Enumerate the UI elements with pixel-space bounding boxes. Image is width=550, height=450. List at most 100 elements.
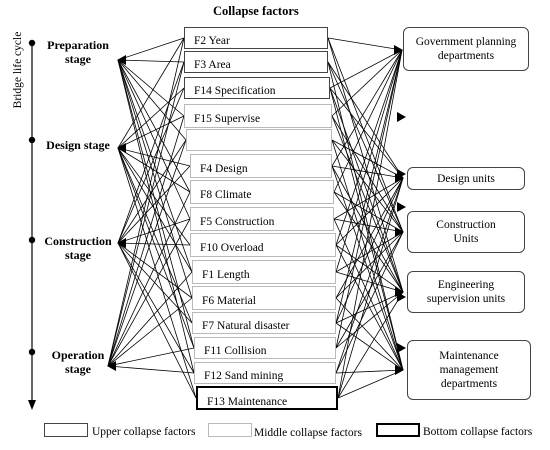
legend-upper-label: Upper collapse factors	[92, 426, 196, 438]
stage-label-line: Design stage	[46, 138, 110, 152]
stage-factor-link	[117, 165, 191, 244]
stage-factor-link	[107, 271, 193, 367]
department-label: Design units	[437, 172, 495, 186]
factor-department-link	[331, 165, 404, 179]
factor-box	[186, 129, 332, 151]
factor-department-link	[331, 165, 404, 293]
stage-label-line: Preparation	[47, 38, 109, 52]
stage-factor-link	[117, 61, 185, 244]
stage-factor-link	[117, 147, 195, 349]
stage-factor-link	[117, 242, 197, 399]
stage-factor-link	[107, 218, 191, 367]
factor-department-link	[331, 165, 404, 371]
department-label: Engineering supervision units	[427, 278, 505, 306]
factor-department-link	[335, 297, 404, 371]
factor-department-link	[335, 291, 404, 324]
legend-middle-label: Middle collapse factors	[254, 427, 362, 439]
department-arrowhead	[395, 227, 404, 237]
factor-department-link	[327, 37, 403, 51]
free-arrowhead	[397, 292, 406, 302]
stage-arrowhead	[117, 143, 126, 153]
factor-department-link	[335, 244, 404, 293]
factor-department-link	[335, 49, 403, 273]
diagram-title: Collapse factors	[213, 4, 299, 18]
factor-department-link	[337, 291, 404, 399]
factor-department-link	[337, 369, 404, 399]
stage-factor-link	[107, 37, 185, 367]
factor-department-link	[333, 191, 404, 293]
factor-department-link	[335, 49, 403, 324]
factor-department-link	[335, 177, 404, 374]
stage-factor-link	[117, 59, 195, 349]
stage-factor-link	[117, 59, 191, 220]
stage-factor-link	[107, 297, 193, 367]
factor-department-link	[329, 87, 404, 293]
stage-factor-link	[117, 242, 195, 374]
factor-department-link	[333, 49, 403, 193]
stage-factor-link	[117, 37, 185, 149]
factor-department-link	[335, 231, 404, 299]
department-label-line: supervision units	[426, 293, 506, 305]
stage-arrowhead	[117, 238, 126, 248]
factor-department-link	[335, 291, 404, 349]
department-label-line: Government planning	[415, 36, 517, 48]
stage-factor-link	[117, 59, 195, 374]
free-arrowhead	[397, 169, 406, 179]
stage-factor-link	[117, 59, 191, 193]
factor-department-link	[335, 369, 404, 374]
factor-department-link	[331, 139, 404, 233]
stage-factor-link	[107, 365, 195, 374]
stage-factor-link	[107, 139, 187, 367]
factor-box: F8 Climate	[190, 180, 334, 204]
stage-factor-link	[117, 37, 185, 61]
stage-label-line: stage	[65, 248, 91, 262]
stage-factor-link	[117, 147, 191, 167]
stage-factor-link	[117, 59, 187, 141]
legend-bottom-label: Bottom collapse factors	[423, 426, 533, 438]
factor-box: F11 Collision	[194, 337, 336, 359]
factor-department-link	[335, 49, 403, 349]
stage-factor-link	[117, 59, 185, 63]
department-label-line: Engineering	[437, 279, 495, 291]
stage-label-line: stage	[65, 52, 91, 66]
department-label-line: departments	[440, 378, 498, 390]
factor-department-link	[331, 49, 403, 167]
stage-factor-link	[117, 218, 191, 244]
factor-box: F10 Overload	[190, 233, 336, 257]
stage-factor-link	[117, 59, 185, 117]
factor-department-link	[329, 87, 404, 179]
stage-dot	[28, 236, 36, 244]
factor-department-link	[327, 61, 404, 179]
factor-box: F3 Area	[184, 51, 328, 73]
stage-factor-link	[117, 147, 191, 193]
department-label-line: Design units	[437, 172, 495, 185]
stage-label-line: Operation	[51, 348, 105, 362]
free-arrowhead	[397, 112, 406, 122]
stage-factor-link	[117, 242, 191, 246]
stage-factor-link	[117, 59, 193, 273]
legend-bottom-swatch	[376, 423, 420, 437]
department-arrowhead	[394, 45, 403, 55]
legend-middle-swatch	[208, 423, 252, 437]
stage-dot	[28, 136, 36, 144]
life-cycle-label: Bridge life cycle	[12, 31, 24, 109]
factor-department-link	[333, 177, 404, 220]
factor-department-link	[327, 37, 404, 293]
department-label-line: management	[439, 364, 499, 376]
stage-label: Design stage	[40, 138, 116, 152]
department-box: Design units	[407, 167, 525, 190]
stage-factor-link	[107, 347, 195, 367]
stage-factor-link	[117, 139, 187, 244]
factor-box: F5 Construction	[190, 207, 334, 231]
factor-department-link	[331, 49, 403, 117]
stage-factor-link	[117, 87, 185, 149]
factor-department-link	[337, 177, 404, 399]
free-arrowhead	[397, 202, 406, 212]
